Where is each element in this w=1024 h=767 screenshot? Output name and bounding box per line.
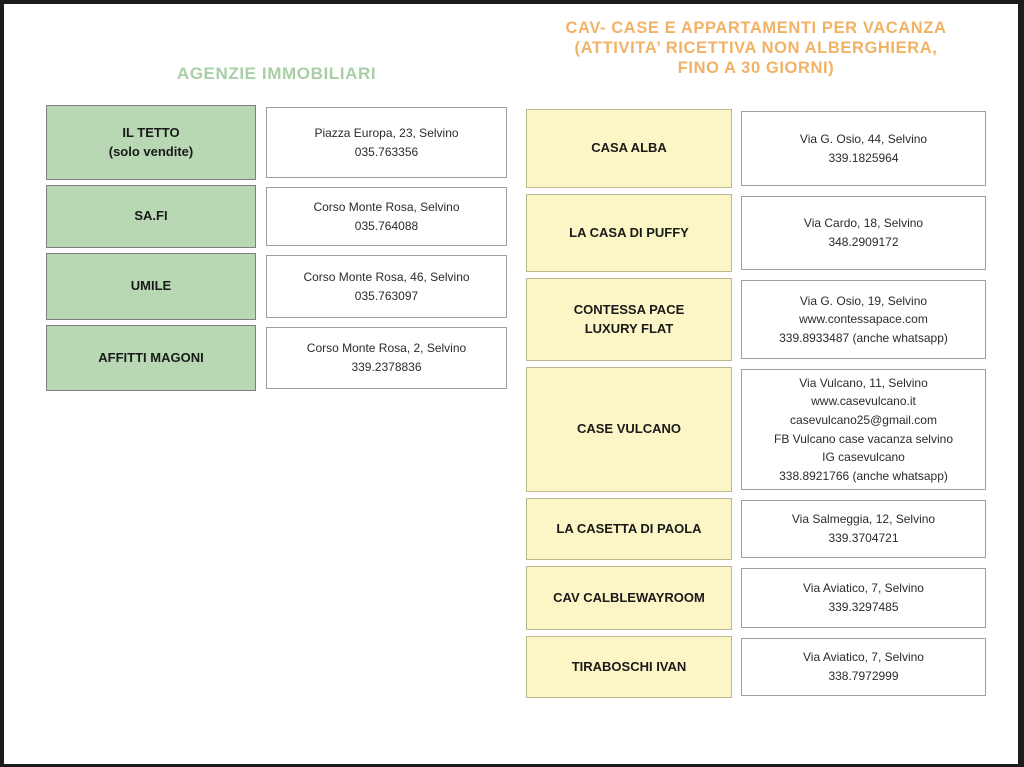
cav-contact: Via Salmeggia, 12, Selvino 339.3704721: [741, 500, 986, 558]
agency-contact: Piazza Europa, 23, Selvino 035.763356: [266, 107, 507, 178]
cav-row: CASA ALBA Via G. Osio, 44, Selvino 339.1…: [526, 109, 986, 188]
cav-contact: Via Aviatico, 7, Selvino 339.3297485: [741, 568, 986, 628]
cav-name: LA CASETTA DI PAOLA: [526, 498, 732, 560]
agency-contact: Corso Monte Rosa, Selvino 035.764088: [266, 187, 507, 246]
cav-name: CONTESSA PACE LUXURY FLAT: [526, 278, 732, 361]
cav-row: LA CASETTA DI PAOLA Via Salmeggia, 12, S…: [526, 498, 986, 560]
cav-contact: Via Vulcano, 11, Selvino www.casevulcano…: [741, 369, 986, 490]
agency-name: SA.FI: [46, 185, 256, 248]
cav-row: TIRABOSCHI IVAN Via Aviatico, 7, Selvino…: [526, 636, 986, 698]
cav-name: CASA ALBA: [526, 109, 732, 188]
agency-row: UMILE Corso Monte Rosa, 46, Selvino 035.…: [46, 253, 507, 320]
cav-section-title: CAV- CASE E APPARTAMENTI PER VACANZA (AT…: [565, 19, 947, 77]
cav-row: LA CASA DI PUFFY Via Cardo, 18, Selvino …: [526, 194, 986, 272]
agency-name: AFFITTI MAGONI: [46, 325, 256, 391]
cav-row: CAV CALBLEWAYROOM Via Aviatico, 7, Selvi…: [526, 566, 986, 630]
cav-contact: Via G. Osio, 44, Selvino 339.1825964: [741, 111, 986, 186]
cav-name: CASE VULCANO: [526, 367, 732, 492]
agency-row: SA.FI Corso Monte Rosa, Selvino 035.7640…: [46, 185, 507, 248]
cav-row: CASE VULCANO Via Vulcano, 11, Selvino ww…: [526, 367, 986, 492]
cav-name: CAV CALBLEWAYROOM: [526, 566, 732, 630]
agency-row: AFFITTI MAGONI Corso Monte Rosa, 2, Selv…: [46, 325, 507, 391]
cav-contact: Via Aviatico, 7, Selvino 338.7972999: [741, 638, 986, 696]
cav-name: TIRABOSCHI IVAN: [526, 636, 732, 698]
agency-contact: Corso Monte Rosa, 2, Selvino 339.2378836: [266, 327, 507, 389]
cav-list: CASA ALBA Via G. Osio, 44, Selvino 339.1…: [526, 109, 986, 704]
agency-contact: Corso Monte Rosa, 46, Selvino 035.763097: [266, 255, 507, 318]
cav-row: CONTESSA PACE LUXURY FLAT Via G. Osio, 1…: [526, 278, 986, 361]
agency-name: UMILE: [46, 253, 256, 320]
agency-name: IL TETTO (solo vendite): [46, 105, 256, 180]
cav-contact: Via G. Osio, 19, Selvino www.contessapac…: [741, 280, 986, 359]
cav-contact: Via Cardo, 18, Selvino 348.2909172: [741, 196, 986, 270]
agencies-list: IL TETTO (solo vendite) Piazza Europa, 2…: [46, 105, 507, 396]
cav-name: LA CASA DI PUFFY: [526, 194, 732, 272]
agencies-section-title: AGENZIE IMMOBILIARI: [176, 64, 377, 83]
agency-row: IL TETTO (solo vendite) Piazza Europa, 2…: [46, 105, 507, 180]
